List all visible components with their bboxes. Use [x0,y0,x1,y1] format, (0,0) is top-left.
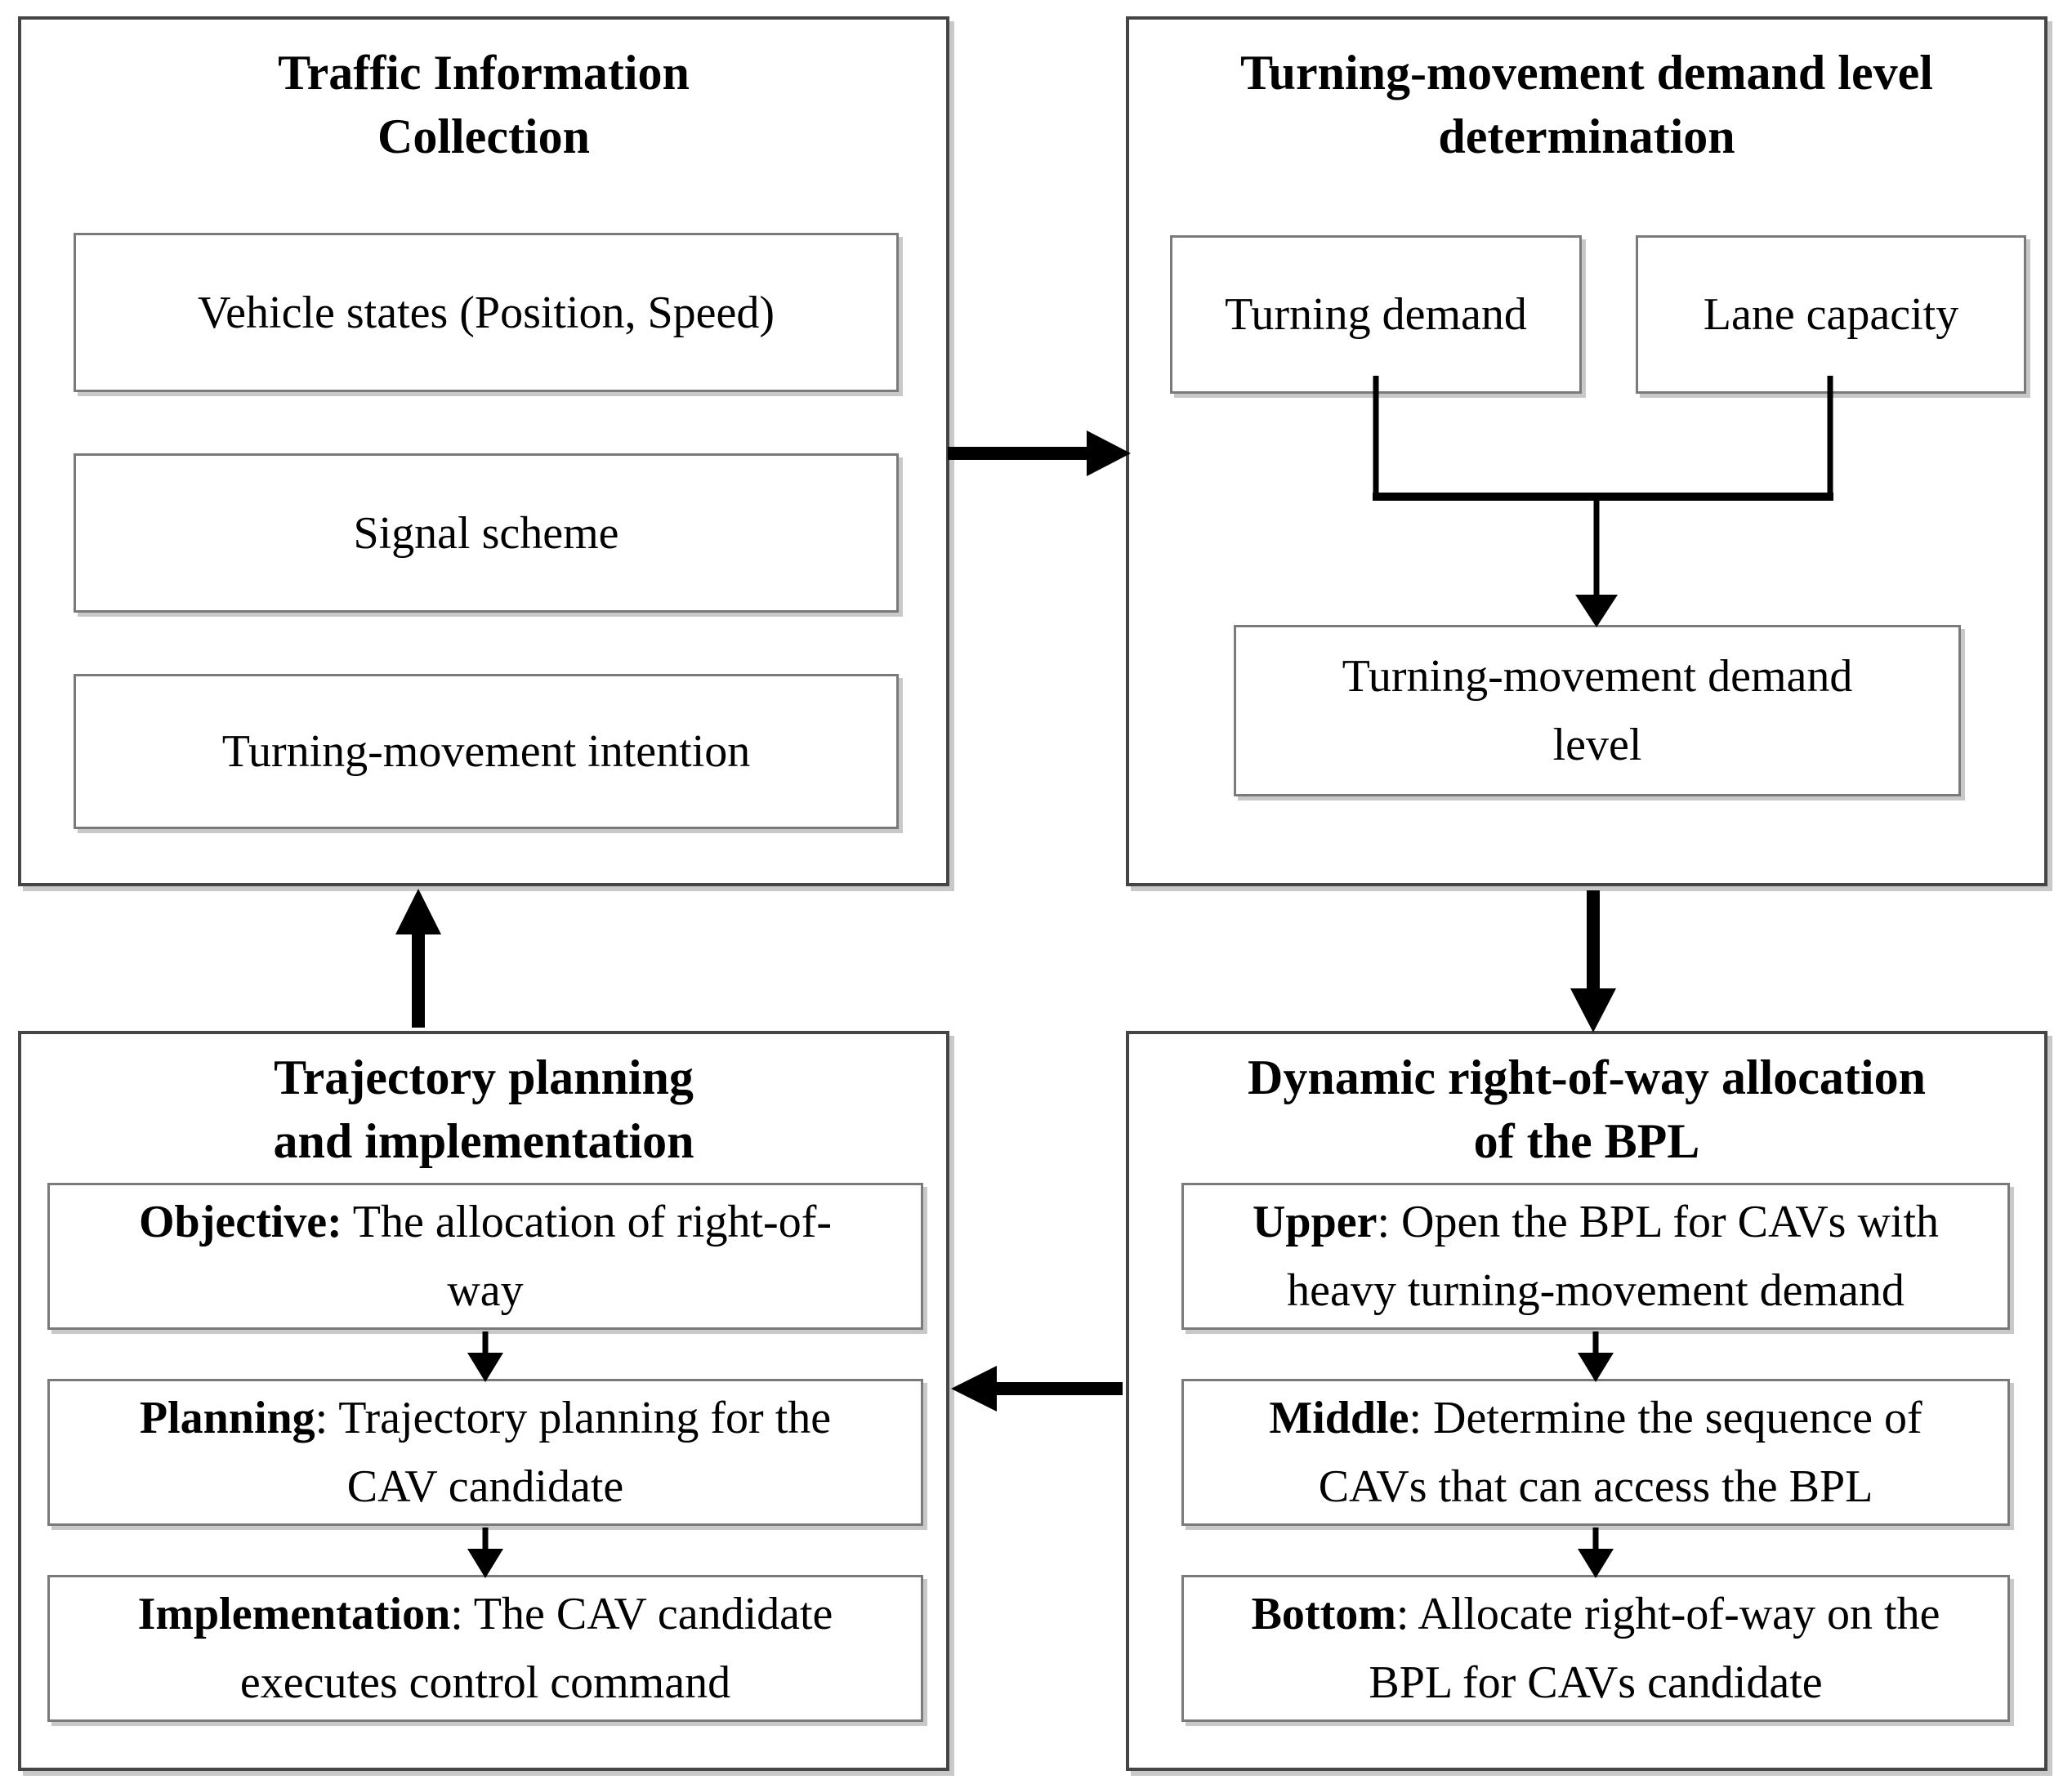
panel-title-trajectory: Trajectory planning and implementation [21,1034,946,1173]
panel-title-trajectory-line2: and implementation [273,1114,694,1168]
panel-demand-level-determination: Turning-movement demand level determinati… [1126,16,2047,886]
middle-body: : Determine the sequence of CAVs that ca… [1318,1393,1922,1512]
panel-title-traffic-line1: Traffic Information [278,46,690,100]
demand-level-line1: Turning-movement demand [1342,651,1853,702]
planning-label: Planning [139,1393,315,1443]
panel-title-demand-line2: determination [1438,109,1735,163]
box-lane-capacity: Lane capacity [1636,235,2026,394]
box-bottom-level: Bottom: Allocate right-of-way on the BPL… [1181,1575,2010,1722]
middle-label: Middle [1269,1393,1409,1443]
box-implementation-text: Implementation: The CAV candidate execut… [107,1580,864,1717]
arrow-demand-to-allocation-icon [1570,890,1616,1032]
box-signal-scheme: Signal scheme [74,453,899,613]
implementation-body: : The CAV candidate executes control com… [239,1589,833,1708]
upper-body: : Open the BPL for CAVs with heavy turni… [1287,1197,1939,1316]
upper-label: Upper [1252,1197,1378,1247]
box-turning-movement-intention: Turning-movement intention [74,674,899,829]
panel-title-trajectory-line1: Trajectory planning [274,1050,694,1104]
panel-title-demand-line1: Turning-movement demand level [1240,46,1933,100]
box-upper-level: Upper: Open the BPL for CAVs with heavy … [1181,1183,2010,1330]
planning-body: : Trajectory planning for the CAV candid… [315,1393,832,1512]
box-middle-level-text: Middle: Determine the sequence of CAVs t… [1230,1384,1961,1521]
box-vehicle-states: Vehicle states (Position, Speed) [74,233,899,392]
box-turning-movement-demand-level-text: Turning-movement demand level [1342,642,1853,779]
arrow-trajectory-to-traffic-icon [395,889,441,1028]
box-turning-movement-demand-level: Turning-movement demand level [1234,625,1961,796]
arrow-traffic-to-demand-icon [948,430,1131,476]
bottom-label: Bottom [1251,1589,1396,1639]
implementation-label: Implementation [137,1589,451,1639]
panel-title-allocation-line1: Dynamic right-of-way allocation [1248,1050,1926,1104]
bottom-body: : Allocate right-of-way on the BPL for C… [1369,1589,1940,1708]
box-bottom-level-text: Bottom: Allocate right-of-way on the BPL… [1230,1580,1961,1717]
demand-level-line2: level [1552,720,1642,770]
box-planning-text: Planning: Trajectory planning for the CA… [107,1384,864,1521]
panel-title-traffic-line2: Collection [377,109,590,163]
panel-title-demand: Turning-movement demand level determinati… [1129,20,2044,168]
panel-trajectory-planning: Trajectory planning and implementation Ob… [18,1031,949,1771]
objective-body: The allocation of right-of-way [342,1197,832,1316]
box-planning: Planning: Trajectory planning for the CA… [47,1379,923,1526]
panel-title-allocation-line2: of the BPL [1473,1114,1700,1168]
box-objective: Objective: The allocation of right-of-wa… [47,1183,923,1330]
panel-title-allocation: Dynamic right-of-way allocation of the BP… [1129,1034,2044,1173]
box-middle-level: Middle: Determine the sequence of CAVs t… [1181,1379,2010,1526]
arrow-allocation-to-trajectory-icon [951,1366,1123,1412]
panel-dynamic-right-of-way-allocation: Dynamic right-of-way allocation of the BP… [1126,1031,2047,1771]
box-objective-text: Objective: The allocation of right-of-wa… [107,1188,864,1325]
box-implementation: Implementation: The CAV candidate execut… [47,1575,923,1722]
objective-label: Objective: [139,1197,342,1247]
box-upper-level-text: Upper: Open the BPL for CAVs with heavy … [1230,1188,1961,1325]
box-turning-demand: Turning demand [1170,235,1582,394]
